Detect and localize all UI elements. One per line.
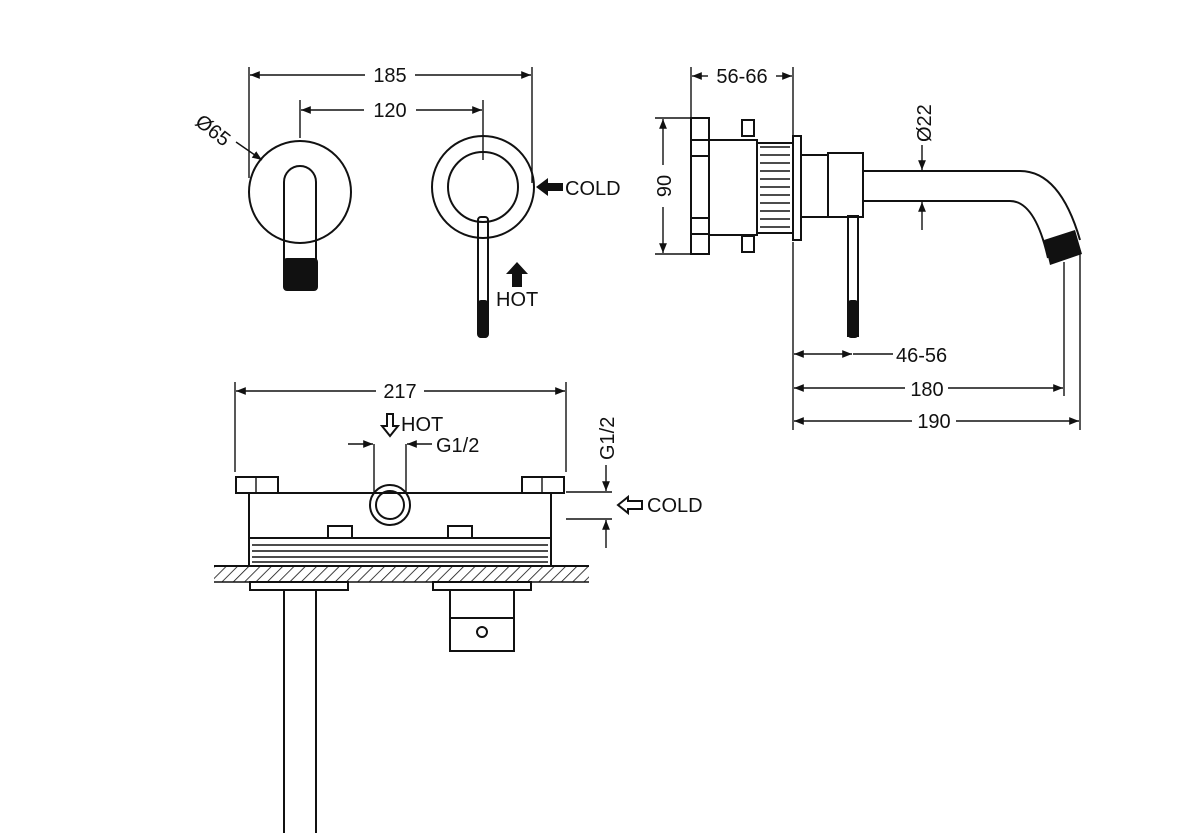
spout-stem-plan bbox=[249, 581, 349, 833]
mixer-body-plan bbox=[235, 476, 565, 567]
dim-120: 120 bbox=[299, 100, 484, 160]
dim-190-label: 190 bbox=[917, 411, 950, 433]
dim-plate-diameter: Ø65 bbox=[191, 111, 263, 161]
dim-120-label: 120 bbox=[373, 100, 406, 122]
dim-46-56-label: 46-56 bbox=[896, 345, 947, 367]
wall-body bbox=[690, 117, 802, 255]
dim-90: 90 bbox=[654, 117, 690, 255]
hot-inlet-arrow: HOT bbox=[496, 262, 538, 311]
dim-spout-diameter: Ø22 bbox=[914, 104, 936, 230]
thread-cold-label: G1/2 bbox=[597, 417, 619, 460]
spout-side bbox=[800, 152, 1082, 265]
dim-190: 190 bbox=[794, 250, 1081, 433]
dim-217-label: 217 bbox=[383, 381, 416, 403]
cold-inlet-arrow: COLD bbox=[536, 178, 621, 200]
hot-label-front: HOT bbox=[496, 289, 538, 311]
hot-inlet-plan: HOT G1/2 bbox=[348, 413, 479, 492]
plate-diameter-label: Ø65 bbox=[191, 111, 234, 152]
front-view: 185 120 Ø65 COLD HOT bbox=[191, 65, 621, 338]
dim-56-66-label: 56-66 bbox=[716, 66, 767, 88]
dim-56-66: 56-66 bbox=[690, 66, 794, 135]
cold-inlet-plan: COLD bbox=[616, 494, 703, 517]
dim-90-label: 90 bbox=[654, 175, 676, 197]
handle-plan bbox=[432, 581, 532, 652]
dim-185-label: 185 bbox=[373, 65, 406, 87]
side-view: 56-66 90 Ø22 46-56 180 bbox=[654, 66, 1082, 433]
wall-section bbox=[214, 565, 589, 583]
cold-label-front: COLD bbox=[565, 178, 621, 200]
hot-label-plan: HOT bbox=[401, 414, 443, 436]
lever-side bbox=[847, 215, 859, 338]
thread-hot-label: G1/2 bbox=[436, 435, 479, 457]
dim-180-label: 180 bbox=[910, 379, 943, 401]
dim-185: 185 bbox=[248, 65, 533, 183]
spout-diameter-label: Ø22 bbox=[914, 104, 936, 142]
dim-thread-cold: G1/2 bbox=[566, 417, 619, 548]
cold-label-plan: COLD bbox=[647, 495, 703, 517]
dim-46-56: 46-56 bbox=[792, 242, 947, 430]
spout-plate bbox=[248, 140, 352, 291]
dim-180: 180 bbox=[794, 262, 1065, 401]
plan-view: 217 HOT G1/2 bbox=[214, 381, 703, 833]
dim-217: 217 bbox=[234, 381, 567, 472]
